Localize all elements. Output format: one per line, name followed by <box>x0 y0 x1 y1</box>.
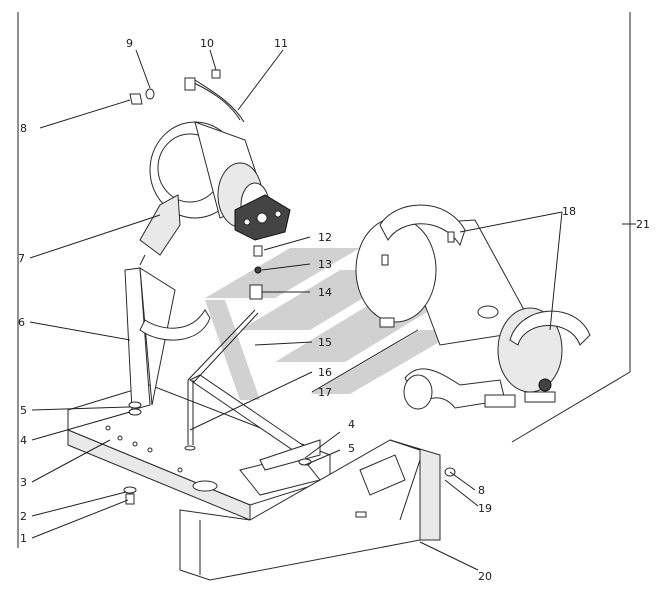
exhaust-elbow <box>403 368 556 410</box>
callout-4-left: 4 <box>20 434 27 447</box>
callout-19: 19 <box>478 502 492 515</box>
callout-5-left: 5 <box>20 404 27 417</box>
muffler-body <box>355 204 591 393</box>
callout-5-right: 5 <box>348 442 355 455</box>
callout-18: 18 <box>562 205 576 218</box>
callout-10: 10 <box>200 37 214 50</box>
callout-9: 9 <box>126 37 133 50</box>
callout-12: 12 <box>318 231 332 244</box>
pump-head <box>234 194 291 241</box>
callout-20: 20 <box>478 570 492 583</box>
callout-7: 7 <box>18 252 25 265</box>
callout-8-right: 8 <box>478 484 485 497</box>
clamp-band <box>184 69 245 123</box>
callout-4-right: 4 <box>348 418 355 431</box>
callout-15: 15 <box>318 336 332 349</box>
filter-stand <box>124 254 211 411</box>
callout-11: 11 <box>274 37 288 50</box>
callout-17: 17 <box>318 386 332 399</box>
callout-8-left: 8 <box>20 122 27 135</box>
callout-21: 21 <box>636 218 650 231</box>
support-bracket <box>189 374 321 496</box>
leader-lines <box>29 49 636 571</box>
channel-frame <box>179 439 441 581</box>
frame-lines <box>17 12 631 548</box>
callout-2: 2 <box>20 510 27 523</box>
callout-13: 13 <box>318 258 332 271</box>
callout-6: 6 <box>18 316 25 329</box>
callout-14: 14 <box>318 286 332 299</box>
callout-3: 3 <box>20 476 27 489</box>
callout-1: 1 <box>20 532 27 545</box>
pipe-assembly <box>184 309 259 451</box>
callout-labels: 9 10 11 8 7 12 13 14 6 15 16 17 5 4 3 2 … <box>18 37 650 583</box>
callout-16: 16 <box>318 366 332 379</box>
